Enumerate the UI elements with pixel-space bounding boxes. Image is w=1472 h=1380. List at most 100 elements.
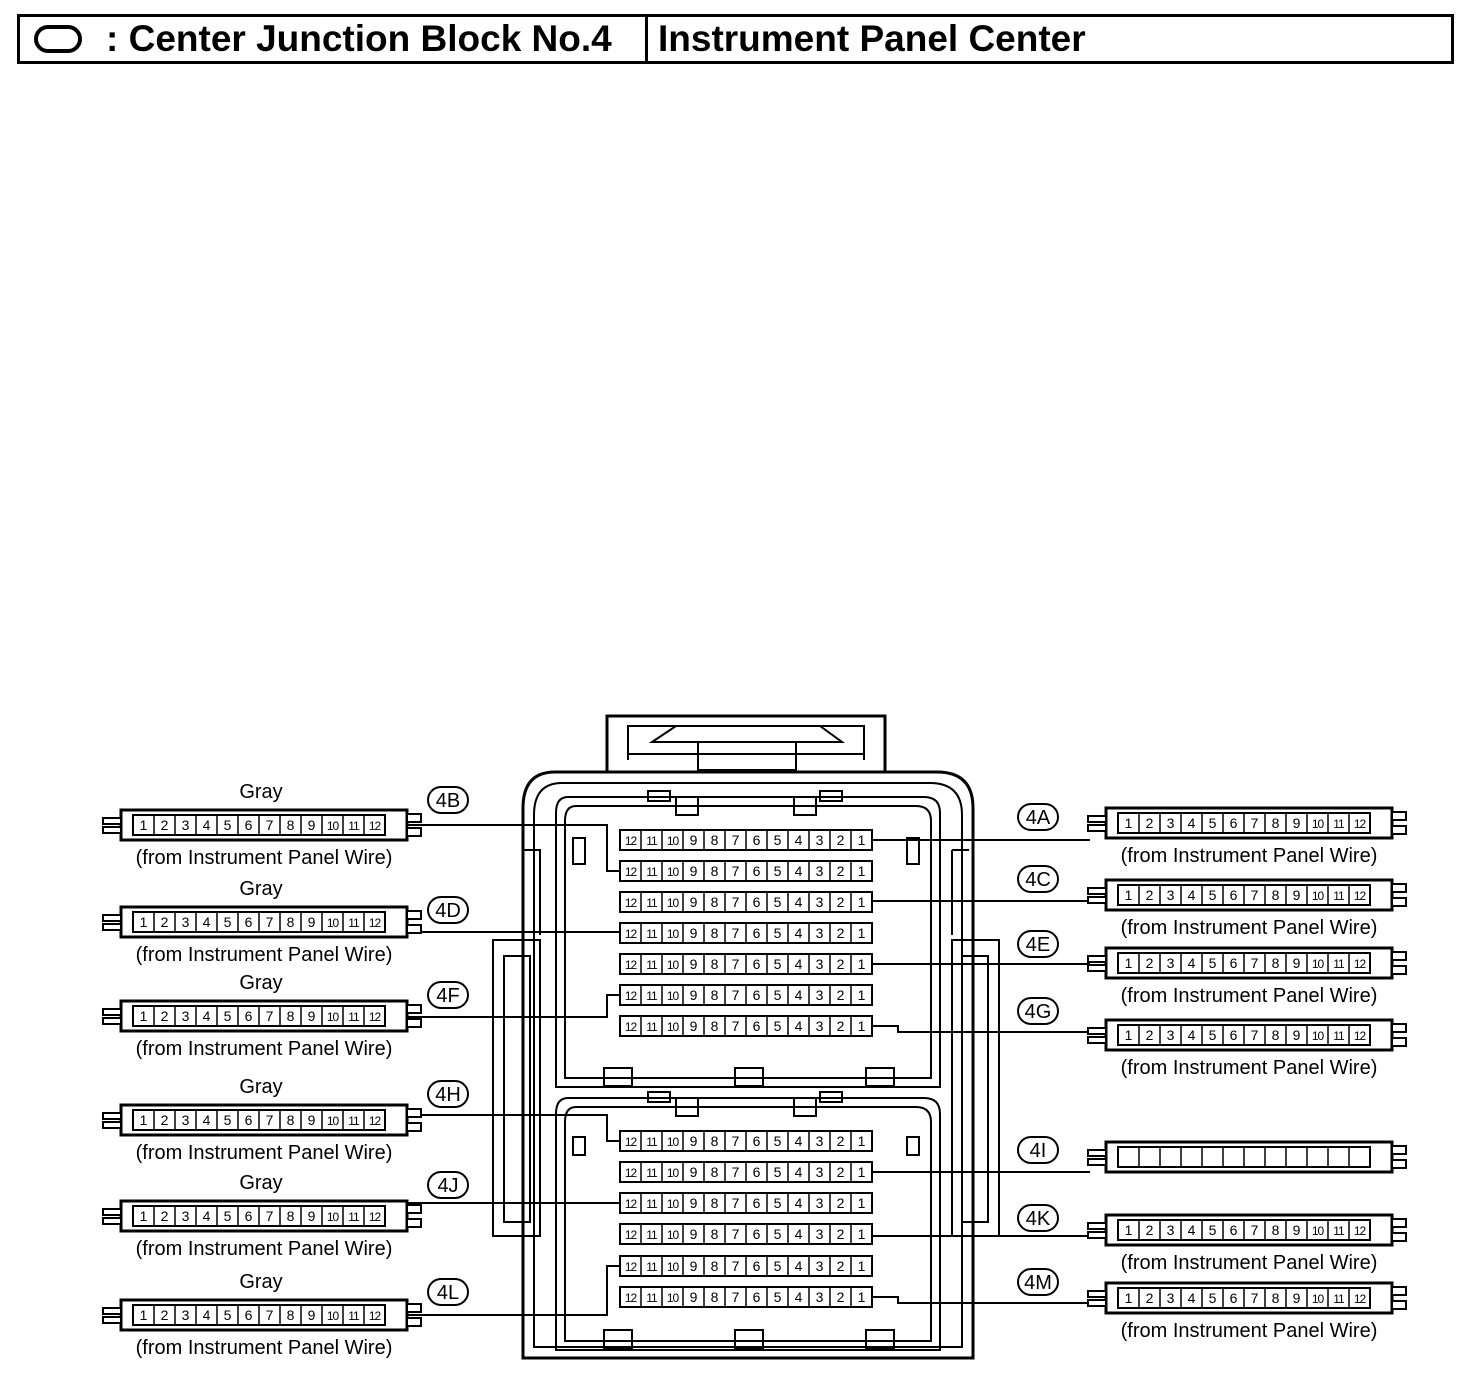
block-pin-label: 7	[732, 956, 740, 972]
block-pin-label: 4	[795, 863, 803, 879]
block-pin-label: 4	[795, 832, 803, 848]
connector-pin-label: 1	[140, 1008, 148, 1024]
block-pin-label: 12	[625, 1291, 638, 1305]
block-pin-label: 10	[667, 1197, 680, 1211]
connector-pin-label: 12	[1354, 1224, 1367, 1238]
block-pin-label: 10	[667, 1020, 680, 1034]
connector-pin-label: 1	[1125, 1222, 1133, 1238]
connector-pin-label: 8	[287, 1112, 295, 1128]
connector-pin-label: 10	[327, 819, 340, 833]
connector-source-label: (from Instrument Panel Wire)	[136, 847, 393, 869]
block-pin-label: 9	[690, 925, 698, 941]
connector-color-label: Gray	[239, 1172, 282, 1194]
connector-code-badge: 4D	[427, 896, 469, 924]
connector-pin-label: 9	[308, 914, 316, 930]
connector-pin-label: 12	[369, 819, 382, 833]
block-pin-label: 2	[837, 1258, 845, 1274]
block-pin-label: 7	[732, 832, 740, 848]
connector-pin-label: 5	[1209, 1290, 1217, 1306]
block-pin-label: 2	[837, 894, 845, 910]
connector-pin-label: 1	[140, 1208, 148, 1224]
block-pin-label: 12	[625, 1020, 638, 1034]
connector-pin-label: 9	[1293, 1290, 1301, 1306]
connector-pin-label: 10	[1312, 957, 1325, 971]
connector-pin-label: 4	[1188, 1222, 1196, 1238]
connector-pin-label: 4	[203, 1112, 211, 1128]
connector-code-label: 4E	[1026, 934, 1050, 956]
connector-pin-label: 8	[287, 914, 295, 930]
connector-pin-label: 2	[1146, 1290, 1154, 1306]
connector-pin-label: 8	[287, 817, 295, 833]
block-pin-label: 12	[625, 1260, 638, 1274]
connector-pin-label: 8	[287, 1008, 295, 1024]
block-pin-label: 4	[795, 1258, 803, 1274]
connector-color-label: Gray	[239, 972, 282, 994]
block-pin-label: 8	[711, 894, 719, 910]
connector-source-label: (from Instrument Panel Wire)	[136, 1142, 393, 1164]
block-pin-label: 5	[774, 956, 782, 972]
connector-pin-label: 5	[224, 817, 232, 833]
block-pin-label: 3	[816, 1164, 824, 1180]
connector-code-badge: 4B	[427, 786, 469, 814]
block-pin-label: 12	[625, 865, 638, 879]
block-pin-label: 12	[625, 834, 638, 848]
block-pin-label: 1	[858, 1133, 866, 1149]
wire-lines	[406, 824, 1090, 1316]
block-pin-label: 10	[667, 989, 680, 1003]
block-pin-label: 1	[858, 1195, 866, 1211]
block-pin-label: 10	[667, 1228, 680, 1242]
location-title: Instrument Panel Center	[658, 18, 1086, 59]
block-pin-label: 9	[690, 863, 698, 879]
block-pin-label: 7	[732, 925, 740, 941]
junction-block-title: : Center Junction Block No.4	[106, 18, 612, 59]
connector-pin-label: 6	[1230, 1027, 1238, 1043]
block-pin-label: 6	[753, 956, 761, 972]
block-pin-label: 10	[667, 1291, 680, 1305]
block-pin-label: 9	[690, 1018, 698, 1034]
block-pin-label: 10	[667, 896, 680, 910]
block-pin-label: 7	[732, 987, 740, 1003]
connector-pin-label: 3	[1167, 815, 1175, 831]
connector-pin-label: 11	[1333, 1029, 1345, 1043]
connector-pin-label: 6	[1230, 1290, 1238, 1306]
block-pin-label: 5	[774, 832, 782, 848]
block-pin-label: 1	[858, 1258, 866, 1274]
connector-pin-label: 9	[308, 1307, 316, 1323]
block-pin-label: 6	[753, 1258, 761, 1274]
block-pin-label: 3	[816, 925, 824, 941]
block-pin-label: 8	[711, 1164, 719, 1180]
connector-code-label: 4H	[435, 1084, 461, 1106]
connector-pin-label: 7	[266, 914, 274, 930]
connector-source-label: (from Instrument Panel Wire)	[136, 1238, 393, 1260]
connector-pin-label: 4	[203, 914, 211, 930]
block-pin-label: 5	[774, 987, 782, 1003]
block-pin-label: 4	[795, 956, 803, 972]
connector-pin-label: 1	[1125, 887, 1133, 903]
connector-pin-label: 11	[1333, 957, 1345, 971]
block-pin-label: 3	[816, 1289, 824, 1305]
connector-pin-label: 1	[1125, 1027, 1133, 1043]
block-pin-label: 5	[774, 1164, 782, 1180]
connector-pin-label: 10	[1312, 1292, 1325, 1306]
block-pin-label: 9	[690, 1289, 698, 1305]
connector-pin-label: 3	[182, 1008, 190, 1024]
connector-pin-label: 7	[1251, 1222, 1259, 1238]
connector-pin-label: 7	[1251, 815, 1259, 831]
block-pin-label: 3	[816, 956, 824, 972]
connector-pin-label: 4	[1188, 1290, 1196, 1306]
block-pin-label: 6	[753, 1226, 761, 1242]
connector-pin-label: 5	[1209, 887, 1217, 903]
block-pin-label: 8	[711, 1258, 719, 1274]
connector-pin-label: 2	[161, 1307, 169, 1323]
connector-pin-label: 1	[1125, 1290, 1133, 1306]
